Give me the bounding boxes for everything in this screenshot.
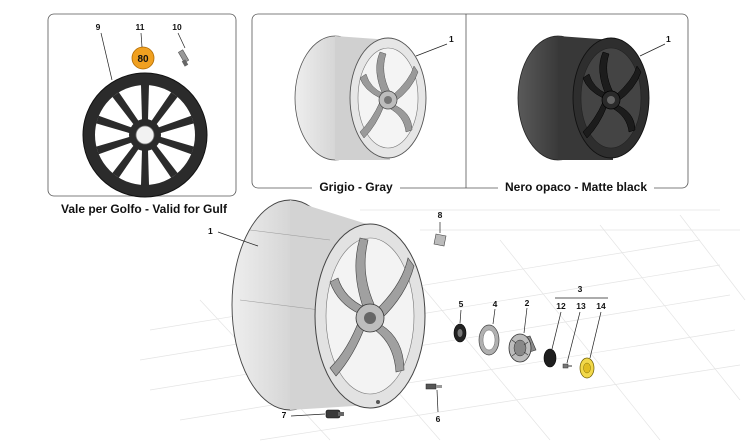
main-wheel-icon bbox=[231, 199, 426, 411]
center-cap-icon bbox=[579, 357, 595, 379]
center-lock-nut-icon bbox=[508, 333, 537, 363]
callout-11: 11 bbox=[136, 22, 145, 32]
callout-12: 12 bbox=[556, 301, 566, 311]
black-wheel-icon bbox=[517, 35, 650, 161]
callout-8: 8 bbox=[438, 210, 443, 220]
callout-5: 5 bbox=[459, 299, 464, 309]
spacer-ring-icon bbox=[478, 324, 500, 356]
pressure-sensor-icon bbox=[325, 409, 344, 419]
tyre-valve-icon bbox=[425, 383, 442, 390]
speed-badge-value: 80 bbox=[137, 54, 149, 65]
finish-panel: 1 1 Grigio - Gray Nero opaco - Matte bla… bbox=[251, 13, 689, 194]
gray-caption: Grigio - Gray bbox=[319, 180, 393, 194]
valve-stem-icon bbox=[177, 49, 190, 67]
callout-9: 9 bbox=[96, 22, 101, 32]
speed-badge-icon: 80 bbox=[131, 46, 155, 70]
callout-7: 7 bbox=[282, 410, 287, 420]
hub-seal-icon bbox=[453, 323, 467, 343]
gulf-panel: 80 9 11 10 Vale per Golfo - Valid for Gu… bbox=[47, 13, 237, 216]
callout-1-black: 1 bbox=[666, 34, 671, 44]
callout-1-gray: 1 bbox=[449, 34, 454, 44]
callout-1-main: 1 bbox=[208, 226, 213, 236]
callout-14: 14 bbox=[596, 301, 606, 311]
callout-13: 13 bbox=[576, 301, 586, 311]
callout-2: 2 bbox=[525, 298, 530, 308]
callout-4: 4 bbox=[493, 299, 498, 309]
callout-3: 3 bbox=[578, 284, 583, 294]
cap-ring-icon bbox=[543, 348, 557, 368]
callout-6: 6 bbox=[436, 414, 441, 424]
gray-wheel-icon bbox=[294, 35, 427, 161]
callout-10: 10 bbox=[172, 22, 182, 32]
gulf-wheel-icon bbox=[82, 72, 208, 198]
emblem-badge-icon bbox=[433, 233, 447, 247]
matte-black-caption: Nero opaco - Matte black bbox=[505, 180, 647, 194]
gulf-panel-caption: Vale per Golfo - Valid for Gulf bbox=[61, 202, 228, 216]
screw-icon bbox=[562, 363, 572, 369]
